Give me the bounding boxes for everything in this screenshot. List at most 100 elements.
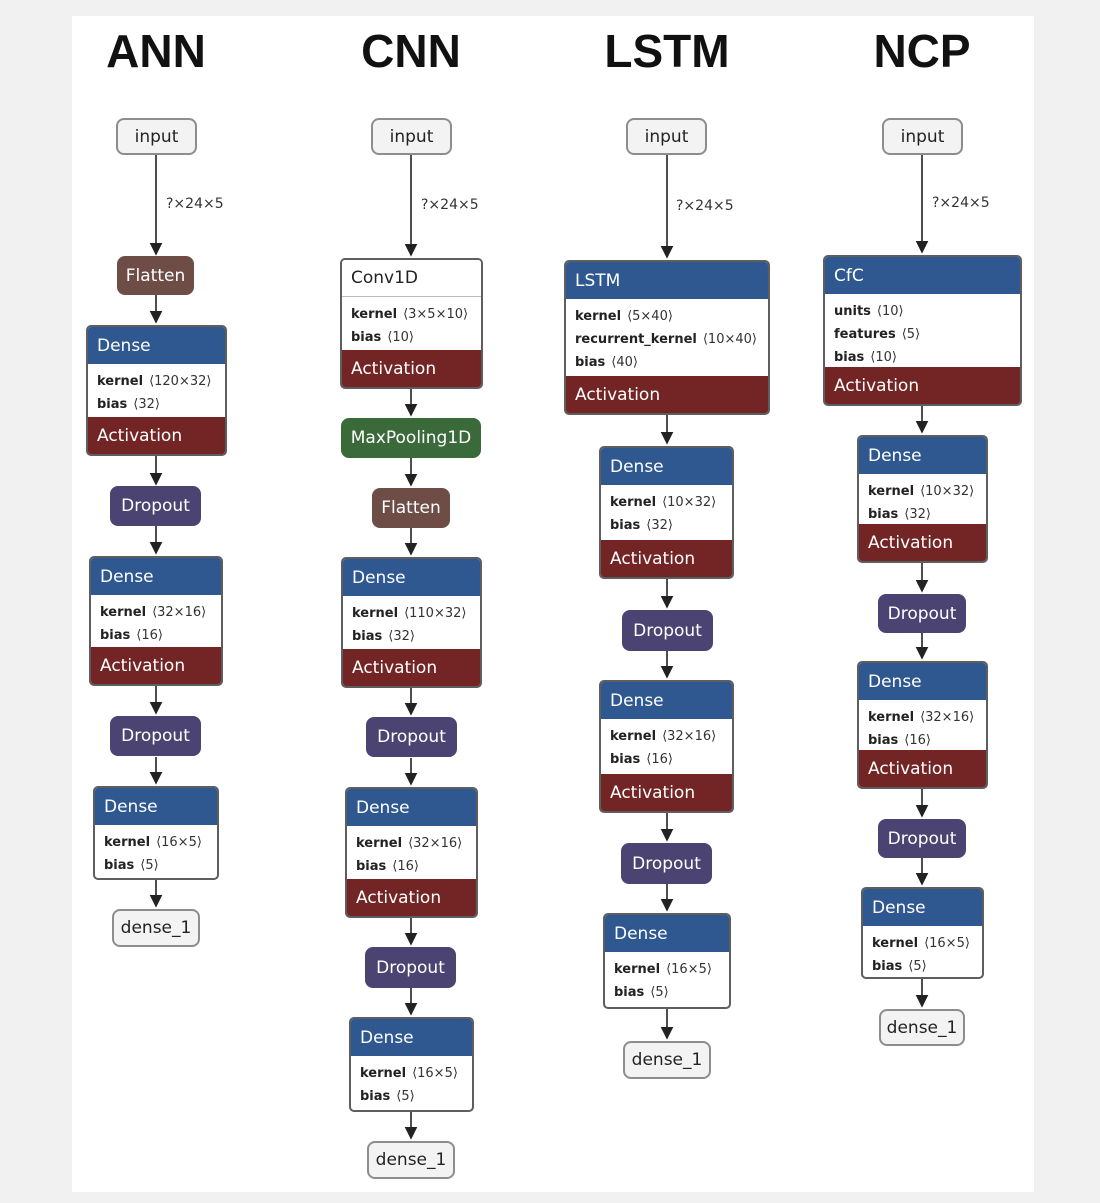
param-name: kernel [356, 836, 403, 851]
param-shape: ⟨120×32⟩ [149, 374, 212, 389]
layer-name: Conv1D [342, 260, 481, 297]
param-name: bias [868, 507, 899, 522]
param-name: bias [610, 518, 641, 533]
input-node: input [371, 118, 452, 155]
param-name: bias [614, 985, 645, 1000]
dropout-node: Dropout [110, 716, 201, 756]
maxpooling1d-node: MaxPooling1D [341, 418, 481, 458]
param-name: bias [360, 1089, 391, 1104]
param-shape: ⟨32⟩ [388, 629, 415, 644]
title-lstm: LSTM [604, 25, 730, 77]
param-shape: ⟨3×5×10⟩ [403, 307, 469, 322]
param-name: bias [834, 350, 865, 365]
layer-name: Dense [91, 558, 221, 595]
param-shape: ⟨10⟩ [876, 304, 904, 319]
param-shape: ⟨32×16⟩ [920, 710, 975, 725]
dropout-node: Dropout [366, 717, 457, 757]
dense-layer: Dense kernel⟨120×32⟩ bias⟨32⟩ Activation [86, 325, 227, 456]
param-shape: ⟨10⟩ [870, 350, 897, 365]
input-shape-label: ?×24×5 [676, 198, 734, 214]
param-name: units [834, 304, 871, 319]
param-shape: ⟨16⟩ [904, 733, 931, 748]
param-shape: ⟨16×5⟩ [666, 962, 712, 977]
layer-name: Dense [863, 889, 982, 926]
dense-layer: Dense kernel ⟨16×5⟩ bias ⟨5⟩ [603, 913, 731, 1009]
dense-layer: Dense kernel⟨32×16⟩ bias⟨16⟩ Activation [857, 661, 988, 789]
param-shape: ⟨10×32⟩ [920, 484, 975, 499]
param-name: kernel [872, 936, 919, 951]
param-name: kernel [360, 1066, 407, 1081]
param-name: kernel [868, 484, 915, 499]
layer-name: LSTM [566, 262, 768, 299]
param-shape: ⟨32×16⟩ [152, 605, 207, 620]
layer-name: Dense [601, 448, 732, 485]
layer-name: Dense [859, 437, 986, 474]
layer-name: Dense [605, 915, 729, 952]
dropout-node: Dropout [110, 486, 201, 526]
activation-label: Activation [347, 879, 476, 916]
output-node: dense_1 [623, 1041, 711, 1079]
param-name: kernel [351, 307, 398, 322]
input-shape-label: ?×24×5 [932, 195, 990, 211]
param-shape: ⟨32⟩ [133, 397, 160, 412]
param-shape: ⟨16×5⟩ [412, 1066, 458, 1081]
dropout-node: Dropout [622, 610, 713, 651]
param-name: kernel [100, 605, 147, 620]
param-name: bias [97, 397, 128, 412]
lstm-layer: LSTM kernel⟨5×40⟩ recurrent_kernel⟨10×40… [564, 260, 770, 415]
dense-layer: Dense kernel⟨32×16⟩ bias⟨16⟩ Activation [345, 787, 478, 918]
param-name: kernel [610, 729, 657, 744]
dense-layer: Dense kernel⟨32×16⟩ bias⟨16⟩ Activation [89, 556, 223, 686]
dense-layer: Dense kernel ⟨10×32⟩ bias ⟨32⟩ Activation [599, 446, 734, 579]
param-shape: ⟨32⟩ [904, 507, 931, 522]
layer-name: Dense [351, 1019, 472, 1056]
layer-name: Dense [859, 663, 986, 700]
param-shape: ⟨110×32⟩ [404, 606, 467, 621]
param-shape: ⟨10×40⟩ [702, 332, 757, 347]
activation-label: Activation [91, 647, 221, 684]
param-shape: ⟨5×40⟩ [627, 309, 673, 324]
param-shape: ⟨5⟩ [901, 327, 921, 342]
param-name: kernel [610, 495, 657, 510]
param-name: bias [610, 752, 641, 767]
title-cnn: CNN [361, 25, 461, 77]
param-name: kernel [575, 309, 622, 324]
flatten-node: Flatten [117, 256, 194, 295]
param-name: kernel [104, 835, 151, 850]
input-node: input [882, 118, 963, 155]
input-shape-label: ?×24×5 [166, 196, 224, 212]
param-name: kernel [97, 374, 144, 389]
input-node: input [626, 118, 707, 155]
param-shape: ⟨5⟩ [908, 959, 927, 974]
activation-label: Activation [859, 524, 986, 561]
activation-label: Activation [601, 540, 732, 577]
layer-name: Dense [601, 682, 732, 719]
param-name: kernel [614, 962, 661, 977]
flatten-node: Flatten [372, 488, 450, 528]
dense-layer: Dense kernel ⟨10×32⟩ bias ⟨32⟩ Activation [857, 435, 988, 563]
param-shape: ⟨32×16⟩ [408, 836, 463, 851]
activation-label: Activation [566, 376, 768, 413]
activation-label: Activation [343, 649, 480, 686]
param-shape: ⟨32×16⟩ [662, 729, 717, 744]
param-shape: ⟨10×32⟩ [662, 495, 717, 510]
output-node: dense_1 [367, 1141, 455, 1179]
param-shape: ⟨5⟩ [396, 1089, 415, 1104]
input-shape-label: ?×24×5 [421, 197, 479, 213]
param-name: bias [100, 628, 131, 643]
param-shape: ⟨5⟩ [650, 985, 669, 1000]
param-name: kernel [868, 710, 915, 725]
param-shape: ⟨32⟩ [646, 518, 673, 533]
activation-label: Activation [859, 750, 986, 787]
param-name: features [834, 327, 896, 342]
conv1d-layer: Conv1D kernel⟨3×5×10⟩ bias⟨10⟩ Activatio… [340, 258, 483, 389]
dense-layer: Dense kernel ⟨16×5⟩ bias ⟨5⟩ [349, 1017, 474, 1112]
activation-label: Activation [88, 417, 225, 454]
param-name: kernel [352, 606, 399, 621]
param-shape: ⟨16×5⟩ [156, 835, 202, 850]
param-shape: ⟨16⟩ [392, 859, 419, 874]
activation-label: Activation [601, 774, 732, 811]
dense-layer: Dense kernel⟨32×16⟩ bias⟨16⟩ Activation [599, 680, 734, 813]
layer-name: Dense [95, 788, 217, 825]
param-name: bias [872, 959, 903, 974]
